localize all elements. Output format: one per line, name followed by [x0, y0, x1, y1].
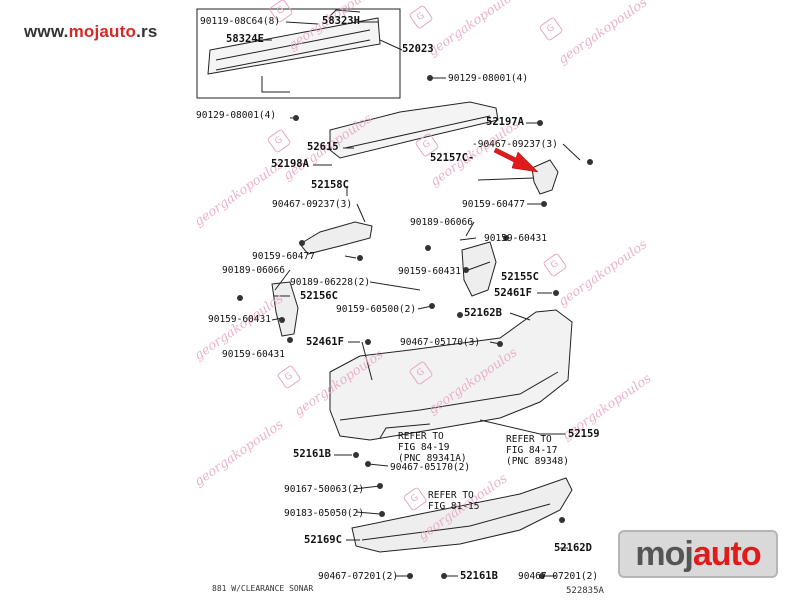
- reinforcement-beam: [207, 17, 381, 75]
- part-label: 90159-60431: [484, 233, 547, 244]
- reference-note: REFER TO FIG 84-19 (PNC 89341A): [398, 431, 467, 464]
- part-label: 52161B: [460, 570, 498, 582]
- lower-spoiler: [351, 477, 573, 553]
- reference-note: REFER TO FIG 84-17 (PNC 89348): [506, 434, 569, 467]
- part-label: 90467-09237(3): [272, 199, 353, 210]
- part-label: 52156C: [300, 290, 338, 302]
- part-label: 90467-05170(3): [400, 337, 481, 348]
- part-label: 90159-60500(2): [336, 304, 417, 315]
- part-label: 90159-60431: [222, 349, 285, 360]
- part-label: 58324E: [226, 33, 264, 45]
- bracket-right: [461, 241, 497, 297]
- footer-note: 881 W/CLEARANCE SONAR: [212, 584, 314, 593]
- part-label: 90189-06066: [222, 265, 285, 276]
- part-label: 52197A: [486, 116, 524, 128]
- retainer-right: [531, 159, 559, 195]
- part-label: 52023: [402, 43, 434, 55]
- energy-absorber: [329, 101, 499, 159]
- mojauto-logo: mojauto: [618, 530, 778, 578]
- reference-note: REFER TO FIG 81-15: [428, 490, 480, 512]
- part-label: 90467-05170(2): [390, 462, 471, 473]
- site-url-suffix: .rs: [136, 22, 158, 41]
- part-label: 52155C: [501, 271, 539, 283]
- highlight-arrow: [493, 147, 539, 173]
- part-label: 90159-60477: [462, 199, 525, 210]
- retainer-left: [299, 221, 373, 255]
- site-url[interactable]: www.mojauto.rs: [24, 22, 157, 42]
- part-label: 90119-08C64(8): [200, 16, 281, 27]
- figure-id: 522835A: [566, 586, 604, 596]
- part-label: 90467-07201(2): [318, 571, 399, 582]
- inset-box: [196, 8, 401, 99]
- part-label: 90467-07201(2): [518, 571, 599, 582]
- part-label: 90129-08001(4): [196, 110, 277, 121]
- part-label: 52159: [568, 428, 600, 440]
- site-url-prefix: www.: [24, 22, 69, 41]
- logo-part-2: auto: [692, 535, 762, 573]
- bumper-cover: [329, 309, 573, 441]
- part-label: 52158C: [311, 179, 349, 191]
- part-label: 90159-60431: [208, 314, 271, 325]
- part-label: 52461F: [494, 287, 532, 299]
- part-label: 58323H: [322, 15, 360, 27]
- part-label: 90159-60431: [398, 266, 461, 277]
- part-label: 90159-60477: [252, 251, 315, 262]
- part-label: 52157C-: [430, 152, 475, 164]
- part-label: 52198A: [271, 158, 309, 170]
- part-label: 52161B: [293, 448, 331, 460]
- part-label: 52162D: [554, 542, 592, 554]
- part-label: -90467-09237(3): [472, 139, 558, 150]
- part-label: 52162B: [464, 307, 502, 319]
- part-label: 52615: [307, 141, 339, 153]
- part-label: 90129-08001(4): [448, 73, 529, 84]
- part-label: 52461F: [306, 336, 344, 348]
- part-label: 90189-06228(2): [290, 277, 371, 288]
- part-label: 52169C: [304, 534, 342, 546]
- part-label: 90183-05050(2): [284, 508, 365, 519]
- site-url-brand: mojauto: [68, 22, 137, 41]
- logo-part-1: moj: [635, 535, 693, 573]
- part-label: 90189-06066: [410, 217, 473, 228]
- part-label: 90167-50063(2): [284, 484, 365, 495]
